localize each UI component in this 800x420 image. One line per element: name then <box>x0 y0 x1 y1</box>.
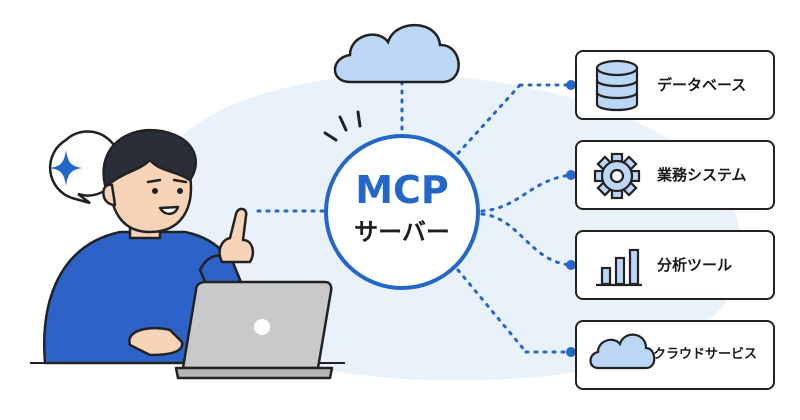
cloud-icon <box>333 23 460 84</box>
speech-bubble <box>48 130 121 205</box>
service-label: データベース <box>657 76 747 94</box>
connector-dots <box>566 80 576 357</box>
connector-lines <box>256 80 573 354</box>
hub-subtitle: サーバー <box>354 218 450 246</box>
hub-title: MCP <box>355 168 449 212</box>
laptop <box>174 280 334 380</box>
service-card-business-system: 業務システム <box>575 140 775 210</box>
service-card-cloud-service: クラウドサービス <box>575 320 775 390</box>
service-label: 分析ツール <box>657 256 733 274</box>
mcp-hub-circle <box>324 134 480 290</box>
sparkle-icon <box>50 150 82 186</box>
service-label: クラウドサービス <box>653 347 758 362</box>
emphasis-strokes <box>323 110 362 142</box>
service-card-database: データベース <box>575 50 775 120</box>
service-label: 業務システム <box>657 166 747 184</box>
service-card-analytics-tool: 分析ツール <box>575 230 775 300</box>
